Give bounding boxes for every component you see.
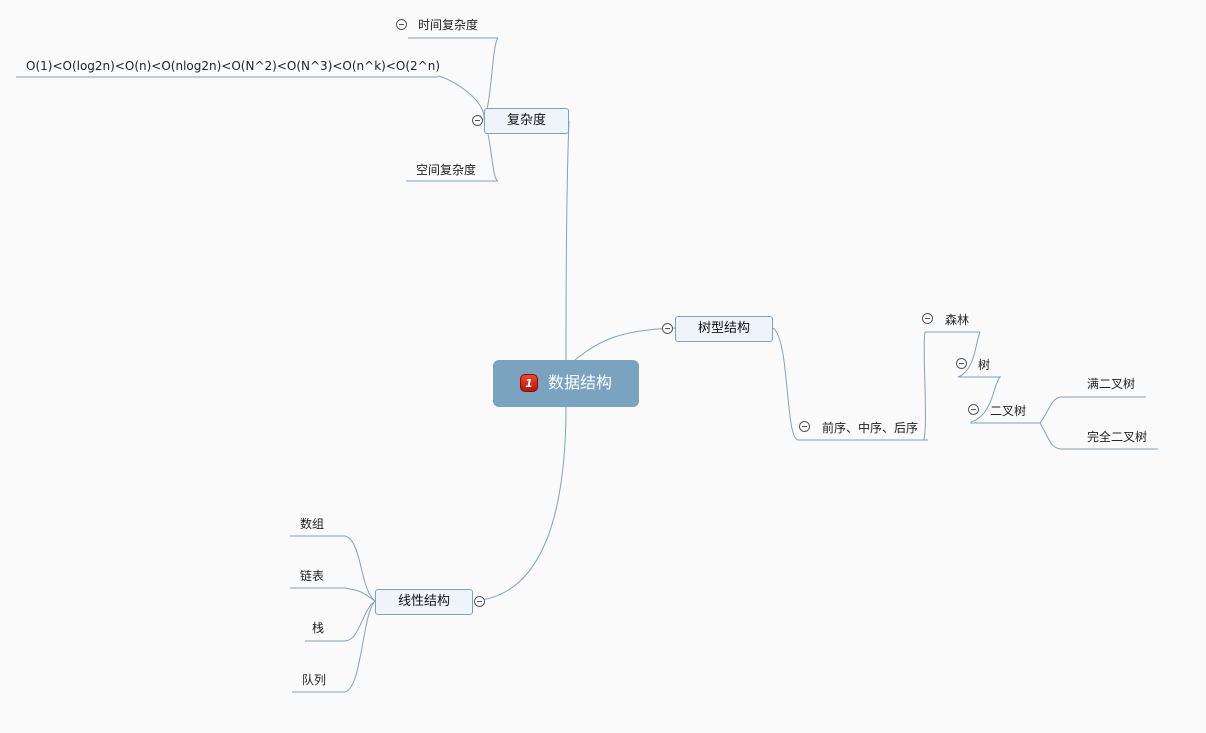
topic-tree[interactable]: 树 bbox=[978, 358, 991, 372]
collapse-complexity-icon[interactable] bbox=[472, 115, 483, 126]
collapse-linear-icon[interactable] bbox=[474, 596, 485, 607]
collapse-tree-icon[interactable] bbox=[662, 323, 673, 334]
topic-complexity[interactable]: 复杂度 bbox=[484, 108, 569, 134]
topic-linked-list[interactable]: 链表 bbox=[300, 569, 325, 583]
topic-time-complexity[interactable]: 时间复杂度 bbox=[418, 18, 479, 32]
topic-queue[interactable]: 队列 bbox=[302, 673, 327, 687]
topic-space-complexity[interactable]: 空间复杂度 bbox=[416, 163, 477, 177]
topic-forest[interactable]: 森林 bbox=[945, 313, 970, 327]
topic-time-order[interactable]: O(1)<O(log2n)<O(n)<O(nlog2n)<O(N^2)<O(N^… bbox=[26, 59, 440, 73]
central-topic-label: 数据结构 bbox=[547, 373, 612, 392]
topic-stack[interactable]: 栈 bbox=[312, 621, 325, 635]
collapse-tree-node-icon[interactable] bbox=[956, 358, 967, 369]
priority-badge-icon: 1 bbox=[519, 374, 538, 392]
topic-linear-structure[interactable]: 线性结构 bbox=[375, 589, 473, 615]
collapse-binary-icon[interactable] bbox=[968, 404, 979, 415]
topic-array[interactable]: 数组 bbox=[300, 517, 325, 531]
topic-binary-tree[interactable]: 二叉树 bbox=[990, 404, 1027, 418]
topic-complete-binary-tree[interactable]: 完全二叉树 bbox=[1087, 430, 1148, 444]
collapse-traversal-icon[interactable] bbox=[799, 421, 810, 432]
collapse-time-icon[interactable] bbox=[396, 19, 407, 30]
collapse-forest-icon[interactable] bbox=[922, 313, 933, 324]
topic-full-binary-tree[interactable]: 满二叉树 bbox=[1087, 377, 1136, 391]
topic-tree-structure[interactable]: 树型结构 bbox=[675, 316, 773, 342]
central-topic[interactable]: 1 数据结构 bbox=[493, 360, 639, 407]
topic-traversal[interactable]: 前序、中序、后序 bbox=[822, 421, 919, 435]
